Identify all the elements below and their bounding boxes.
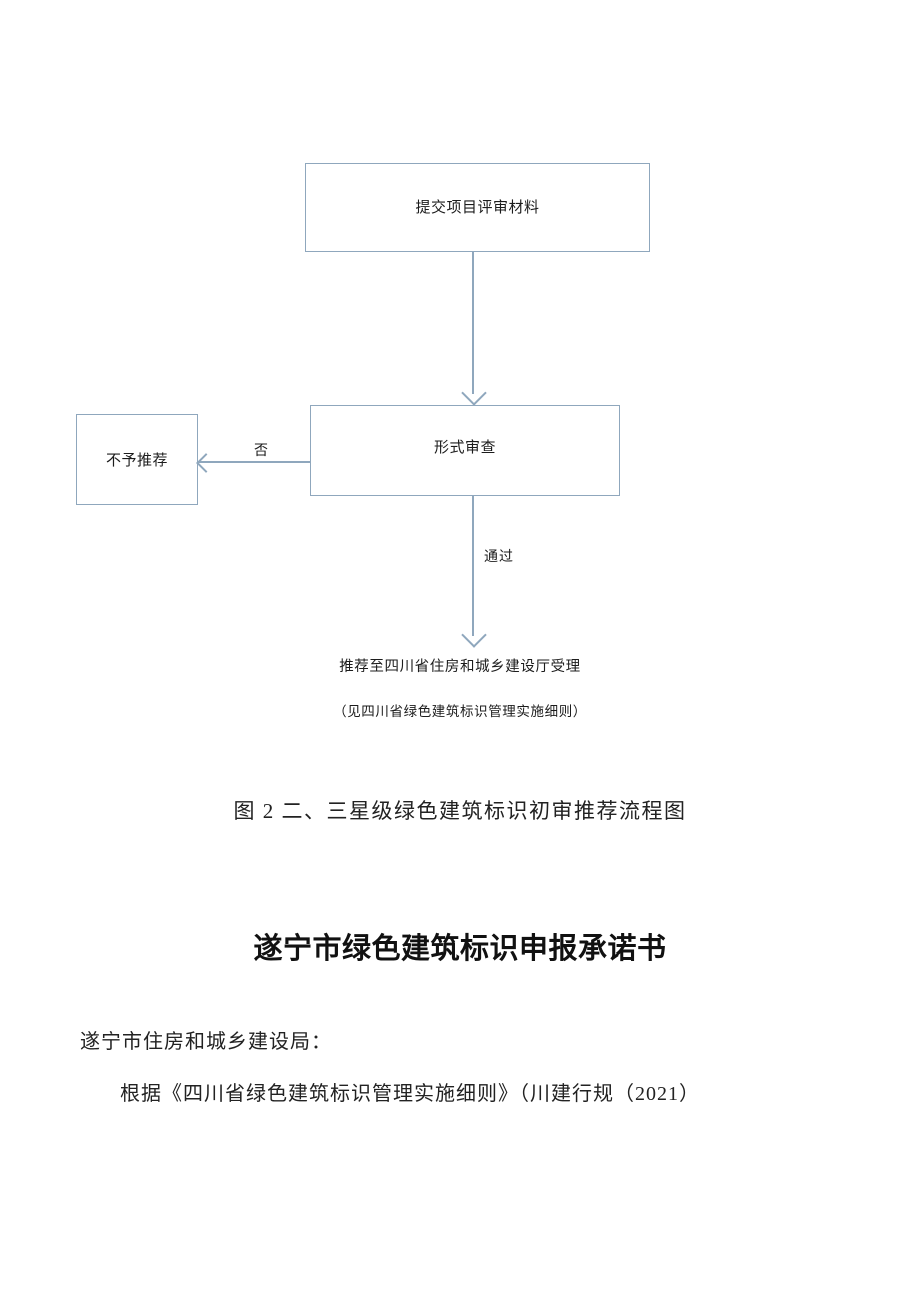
arrowhead-down-icon [461, 380, 487, 406]
page-title: 遂宁市绿色建筑标识申报承诺书 [253, 933, 667, 965]
arrowhead-left-icon [196, 453, 216, 473]
flow-terminal-note: （见四川省绿色建筑标识管理实施细则） [333, 704, 587, 719]
flow-terminal-text: 推荐至四川省住房和城乡建设厅受理 [339, 659, 581, 675]
flow-node-not-recommended: 不予推荐 [76, 414, 198, 505]
flowchart-diagram: 提交项目评审材料 形式审查 不予推荐 否 通过 推荐至四川省住房和城乡建设厅受理… [76, 163, 650, 719]
connector-review-to-reject [199, 461, 311, 463]
figure-caption: 图 2 二、三星级绿色建筑标识初审推荐流程图 [233, 799, 687, 823]
edge-label-pass: 通过 [484, 550, 514, 565]
connector-submit-to-review [472, 252, 474, 394]
flow-node-submit-materials: 提交项目评审材料 [305, 163, 650, 252]
connector-review-to-accept [472, 496, 474, 636]
edge-label-no: 否 [254, 444, 269, 459]
letter-paragraph: 根据《四川省绿色建筑标识管理实施细则》（川建行规（2021） [120, 1083, 700, 1105]
letter-addressee: 遂宁市住房和城乡建设局： [80, 1031, 332, 1053]
arrowhead-down-icon [461, 622, 487, 648]
flow-node-formal-review: 形式审查 [310, 405, 620, 496]
